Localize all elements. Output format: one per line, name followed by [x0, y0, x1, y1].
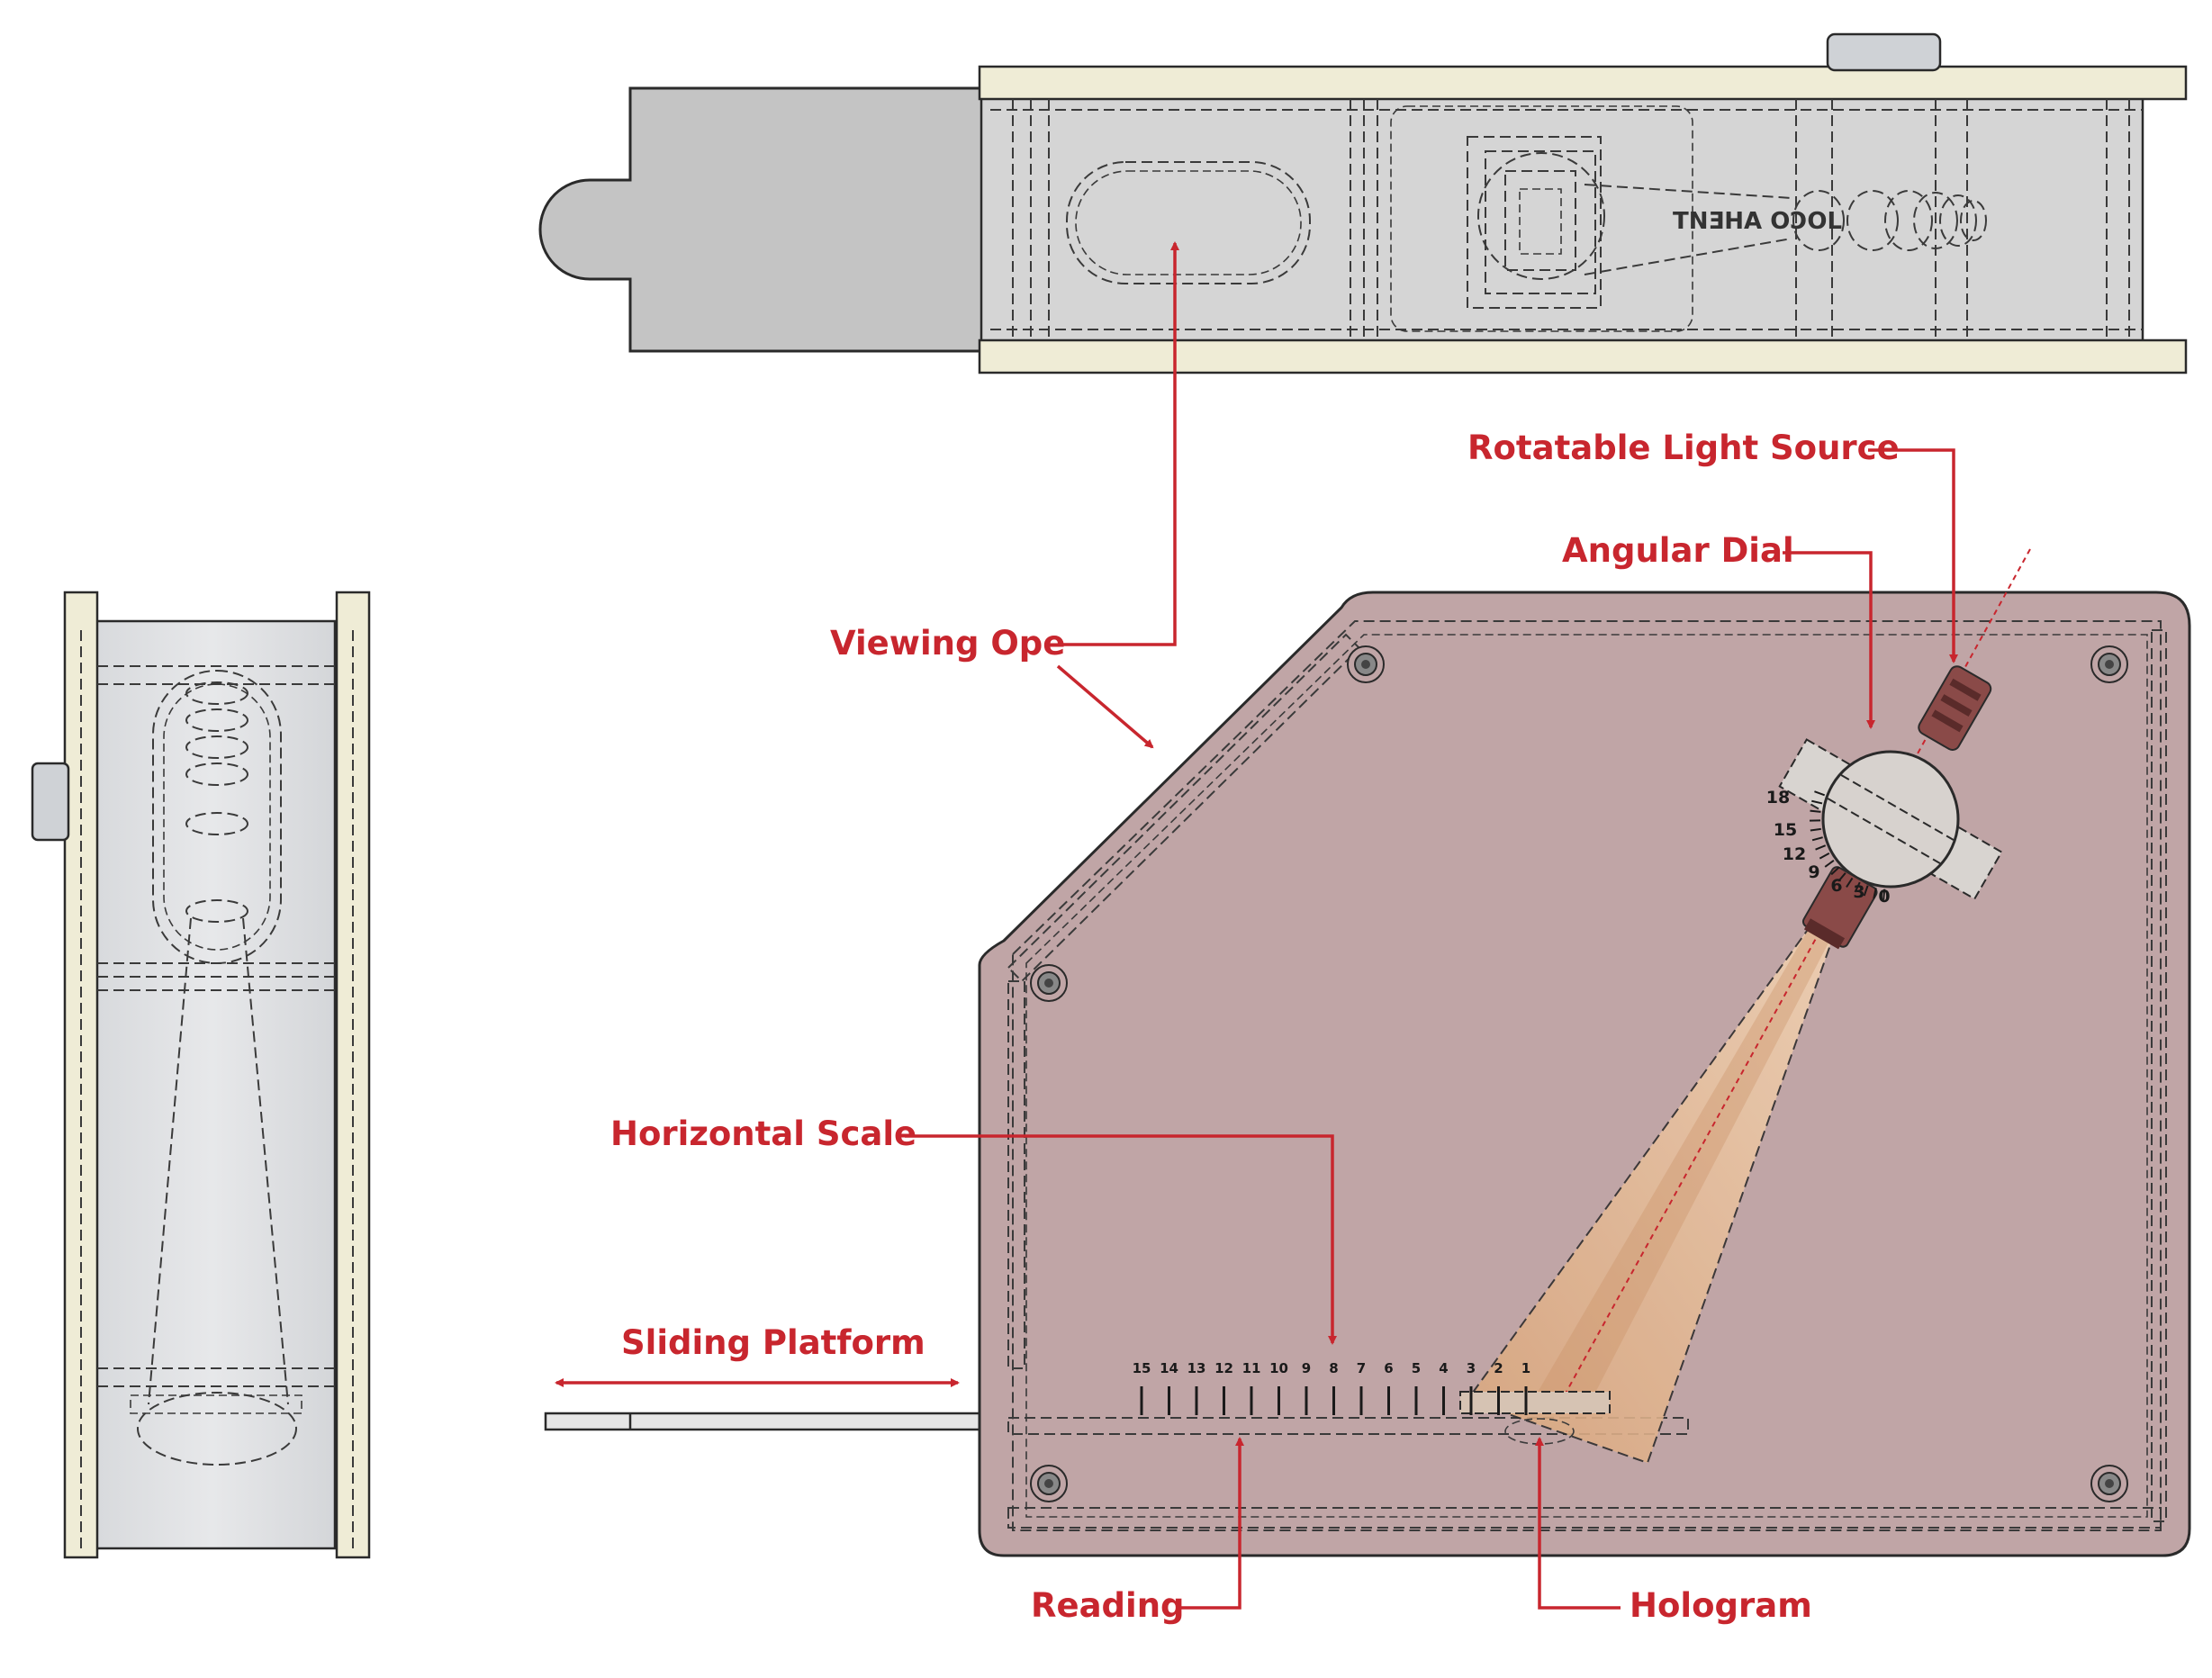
- top-knob: [1826, 32, 1942, 72]
- dial-tick: [1810, 827, 1821, 832]
- scale-tick-label: 8: [1329, 1360, 1338, 1376]
- scale-tick-label: 3: [1467, 1360, 1476, 1376]
- scale-tick-label: 7: [1357, 1360, 1366, 1376]
- dial-tick: [1846, 877, 1854, 889]
- label-horizontal-scale: Horizontal Scale: [610, 1114, 916, 1153]
- label-reading: Reading: [1031, 1586, 1185, 1625]
- scale-tick-label: 13: [1187, 1360, 1206, 1376]
- label-viewing-opening: Viewing Ope: [830, 624, 1065, 663]
- top-view: TNƎHA OƆOL: [538, 32, 2188, 374]
- screw-icon: [1030, 964, 1068, 1002]
- dial-tick: [1811, 799, 1823, 805]
- dial-tick: [1854, 881, 1861, 893]
- scale-tick-label: 15: [1133, 1360, 1151, 1376]
- scale-tick-label: 2: [1494, 1360, 1503, 1376]
- label-sliding-platform: Sliding Platform: [621, 1323, 925, 1362]
- light-source-assembly: 1815129630: [1766, 665, 2003, 950]
- scale-tick-label: 14: [1160, 1360, 1178, 1376]
- screw-icon: [1030, 1465, 1068, 1502]
- scale-tick-label: 10: [1269, 1360, 1288, 1376]
- scale-tick-label: 9: [1302, 1360, 1311, 1376]
- label-hologram: Hologram: [1630, 1586, 1812, 1625]
- dial-tick: [1814, 790, 1826, 797]
- top-panel-upper: [978, 65, 2188, 101]
- side-view: [31, 591, 371, 1559]
- scale-tick-label: 4: [1439, 1360, 1448, 1376]
- side-knob: [31, 762, 70, 842]
- scale-tick-label: 5: [1412, 1360, 1421, 1376]
- dial-tick-label: 3: [1853, 882, 1864, 902]
- hologram-holder: [1459, 1391, 1611, 1414]
- side-body: [88, 619, 337, 1550]
- dial-tick-label: 9: [1808, 862, 1819, 882]
- side-viewing-slot: [152, 670, 282, 964]
- scale-tick-label: 6: [1384, 1360, 1393, 1376]
- dial-tick: [1830, 866, 1840, 876]
- dial-tick: [1882, 889, 1886, 900]
- scale-tick-label: 1: [1521, 1360, 1530, 1376]
- screw-icon: [2090, 1465, 2128, 1502]
- dial-tick-label: 12: [1783, 844, 1806, 864]
- scale-tick-label: 11: [1242, 1360, 1261, 1376]
- dial-tick: [1811, 836, 1823, 842]
- dial-tick-label: 15: [1774, 820, 1797, 840]
- top-panel-lower: [978, 338, 2188, 374]
- top-body: [980, 88, 2144, 353]
- dial-tick: [1873, 888, 1877, 899]
- dial-tick: [1863, 885, 1869, 897]
- label-angular-dial: Angular Dial: [1562, 531, 1794, 570]
- dial-tick: [1810, 809, 1821, 813]
- dial-tick: [1819, 852, 1830, 860]
- dial-tick: [1815, 844, 1827, 851]
- horizontal-scale: 15 14 13 12 11 10 9 8 7 6 5 4 3 2 1: [1133, 1360, 1530, 1415]
- labels: Viewing Ope Rotatable Light Source Angul…: [555, 241, 1958, 1625]
- top-viewing-opening: [1066, 161, 1311, 284]
- top-sliding-platform: [538, 86, 992, 353]
- screw-icon: [2090, 645, 2128, 683]
- screw-icon: [1347, 645, 1385, 683]
- dial-tick: [1837, 872, 1846, 882]
- scale-tick-label: 12: [1214, 1360, 1233, 1376]
- label-rotatable-light-source: Rotatable Light Source: [1467, 429, 1900, 467]
- top-mirrored-text: TNƎHA OƆOL: [1673, 208, 1842, 235]
- dial-tick-label: 18: [1766, 788, 1790, 807]
- angular-dial-ticks: 1815129630: [1766, 788, 1891, 907]
- dial-tick: [1824, 860, 1835, 868]
